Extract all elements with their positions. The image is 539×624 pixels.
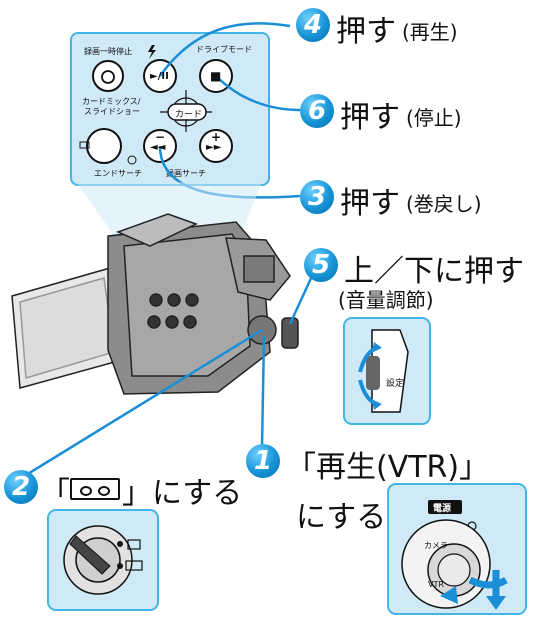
step-6-text: 押す bbox=[340, 100, 400, 135]
vtr-label: VTR bbox=[428, 580, 444, 589]
flash-icon bbox=[148, 45, 156, 59]
step-1-badge: 1 bbox=[246, 444, 280, 478]
step-5-text: 上／下に押す bbox=[344, 254, 524, 289]
card-mode-icon bbox=[127, 539, 141, 550]
end-search-label: エンドサーチ bbox=[94, 169, 142, 178]
tape-icon bbox=[70, 478, 120, 500]
rec-pause-label: 録画一時停止 bbox=[84, 47, 132, 56]
step-3-sub: (巻戻し) bbox=[406, 192, 482, 216]
card-pill bbox=[167, 103, 207, 121]
self-timer-button bbox=[92, 60, 124, 92]
step-4-text: 押す bbox=[336, 14, 396, 49]
card-icon bbox=[79, 141, 90, 149]
card-glyph: カード bbox=[175, 110, 203, 120]
step-1-text: 「再生(VTR)」 bbox=[286, 450, 490, 485]
ff-glyph: ►► bbox=[206, 142, 222, 153]
play-pause-glyph: ►/II bbox=[150, 71, 169, 82]
fast-forward-button bbox=[199, 129, 233, 163]
step-3-text: 押す bbox=[340, 186, 400, 221]
rec-search-label: 録画サーチ bbox=[166, 169, 206, 178]
card-mix-label: カードミックス/ bbox=[82, 97, 141, 106]
step-6-sub: (停止) bbox=[406, 106, 462, 130]
leader-line-1 bbox=[260, 335, 266, 449]
end-search-button bbox=[86, 128, 122, 164]
step-4-badge: 4 bbox=[296, 8, 330, 42]
leader-line-6 bbox=[215, 75, 301, 112]
plus-glyph: + bbox=[211, 130, 222, 144]
rewind-glyph: ◄◄ bbox=[150, 142, 166, 153]
setting-label: 設定 bbox=[386, 379, 405, 389]
disc-icon bbox=[127, 155, 137, 165]
minus-glyph: − bbox=[155, 130, 166, 144]
step-4-sub: (再生) bbox=[402, 20, 458, 44]
self-timer-icon bbox=[101, 70, 115, 84]
step-6-badge: 6 bbox=[300, 94, 334, 128]
slideshow-label: スライドショー bbox=[84, 107, 140, 116]
rotate-arrow-icon bbox=[468, 576, 508, 589]
leader-line-5 bbox=[288, 275, 314, 325]
power-badge bbox=[428, 500, 462, 514]
step-2-open-bracket: 「 bbox=[40, 476, 70, 511]
drive-mode-label: ドライブモード bbox=[196, 45, 252, 54]
step-5-badge: 5 bbox=[304, 248, 338, 282]
step-1-text-2: にする bbox=[296, 500, 387, 535]
stop-glyph: ■ bbox=[210, 69, 222, 83]
leader-line-4 bbox=[158, 22, 291, 77]
tape-mode-icon bbox=[125, 560, 143, 571]
step-2-text: 」にする bbox=[122, 476, 243, 511]
step-2-badge: 2 bbox=[4, 470, 38, 504]
step-5-sub: (音量調節) bbox=[338, 288, 434, 312]
power-label: 電源 bbox=[433, 504, 452, 514]
leader-line-2 bbox=[17, 328, 263, 482]
camera-label: カメラ bbox=[424, 541, 448, 550]
camcorder bbox=[11, 213, 299, 395]
step-3-badge: 3 bbox=[300, 180, 334, 214]
